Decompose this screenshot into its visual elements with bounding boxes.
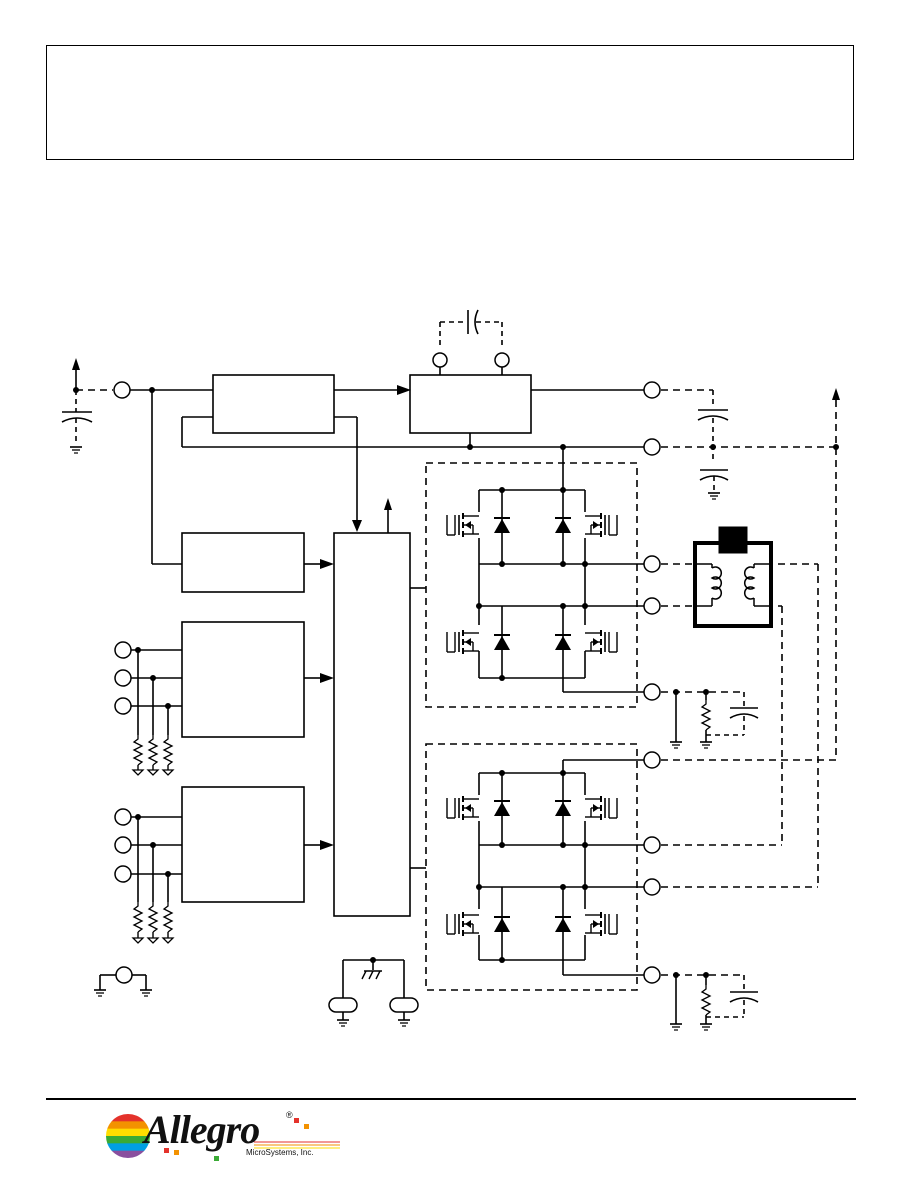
logo-accent-square [164,1148,169,1153]
logo-registered-mark: ® [286,1110,293,1120]
logo-globe-band [106,1121,150,1130]
header-box [46,45,854,160]
diodes [493,517,572,933]
chassis-ground [361,970,382,980]
logo-globe-icon [106,1114,340,1161]
junctions [73,387,839,978]
logo-globe-band [106,1143,150,1152]
logo-globe-band [106,1128,150,1137]
logo-accent-square [174,1150,179,1155]
schematic-lines [61,309,837,1024]
footer-rule [46,1098,856,1100]
pins [113,352,661,1013]
resistors [132,699,711,1016]
logo-accent-square [294,1118,299,1123]
logo-wordmark: Allegro [144,1107,260,1152]
stepper-motor [693,526,773,628]
logo-globe-band [106,1114,150,1122]
logo-globe-band [106,1150,150,1158]
allegro-logo: Allegro ® MicroSystems, Inc. [104,1104,344,1166]
mosfets [446,512,618,937]
logo-accent-square [214,1156,219,1161]
logo-subtext: MicroSystems, Inc. [246,1148,314,1157]
arrows [72,358,840,850]
logo-globe-band [106,1136,150,1144]
logo-accent-square [304,1124,309,1129]
